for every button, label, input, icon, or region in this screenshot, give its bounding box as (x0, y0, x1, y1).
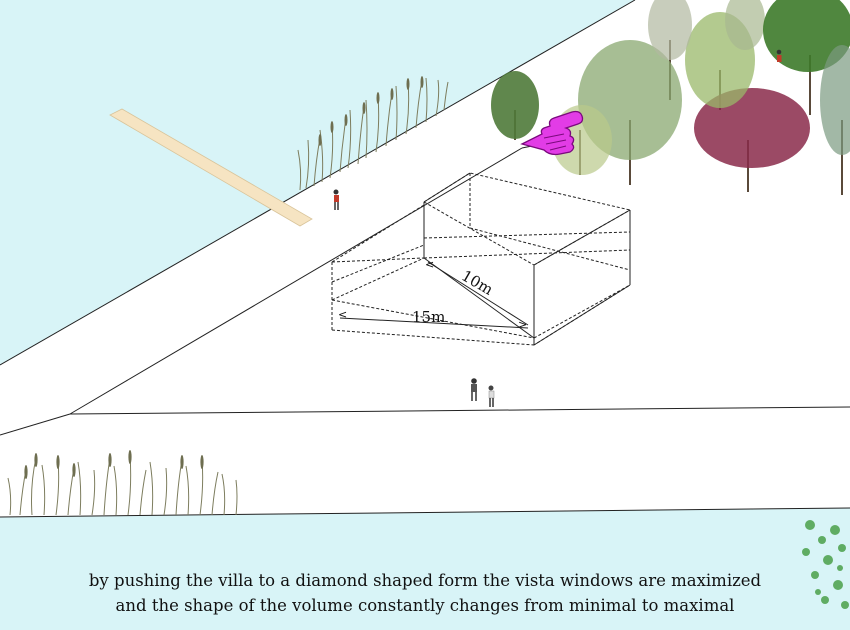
arrow-left-icon: < (425, 258, 434, 271)
caption-line-1: by pushing the villa to a diamond shaped… (88, 571, 762, 590)
person-3 (488, 385, 495, 407)
dimension-label-15m: 15m (412, 308, 445, 326)
lake-lower (0, 508, 850, 630)
person-4 (776, 49, 782, 62)
people (333, 49, 782, 407)
person-2 (471, 378, 477, 401)
dimension-label-10m: 10m (458, 267, 496, 299)
diagram-caption: by pushing the villa to a diamond shaped… (0, 568, 850, 618)
reeds-upper-heads (318, 76, 424, 146)
tree-dark-green (763, 0, 850, 72)
tree-red-maple (694, 88, 810, 168)
person-1 (333, 189, 339, 210)
arrow-left-icon-2: < (338, 308, 347, 321)
jetty (109, 108, 313, 227)
arrow-right-icon: > (518, 318, 527, 331)
dimension-lines (339, 261, 529, 329)
pointing-hand-icon (520, 110, 584, 156)
tree-conifer (491, 71, 539, 139)
ground-lines (0, 0, 850, 518)
reeds-lower-heads (24, 450, 204, 479)
lily-pads (802, 520, 849, 609)
trees (491, 0, 850, 195)
villa-volume (331, 172, 631, 346)
caption-line-2: and the shape of the volume constantly c… (115, 596, 735, 615)
